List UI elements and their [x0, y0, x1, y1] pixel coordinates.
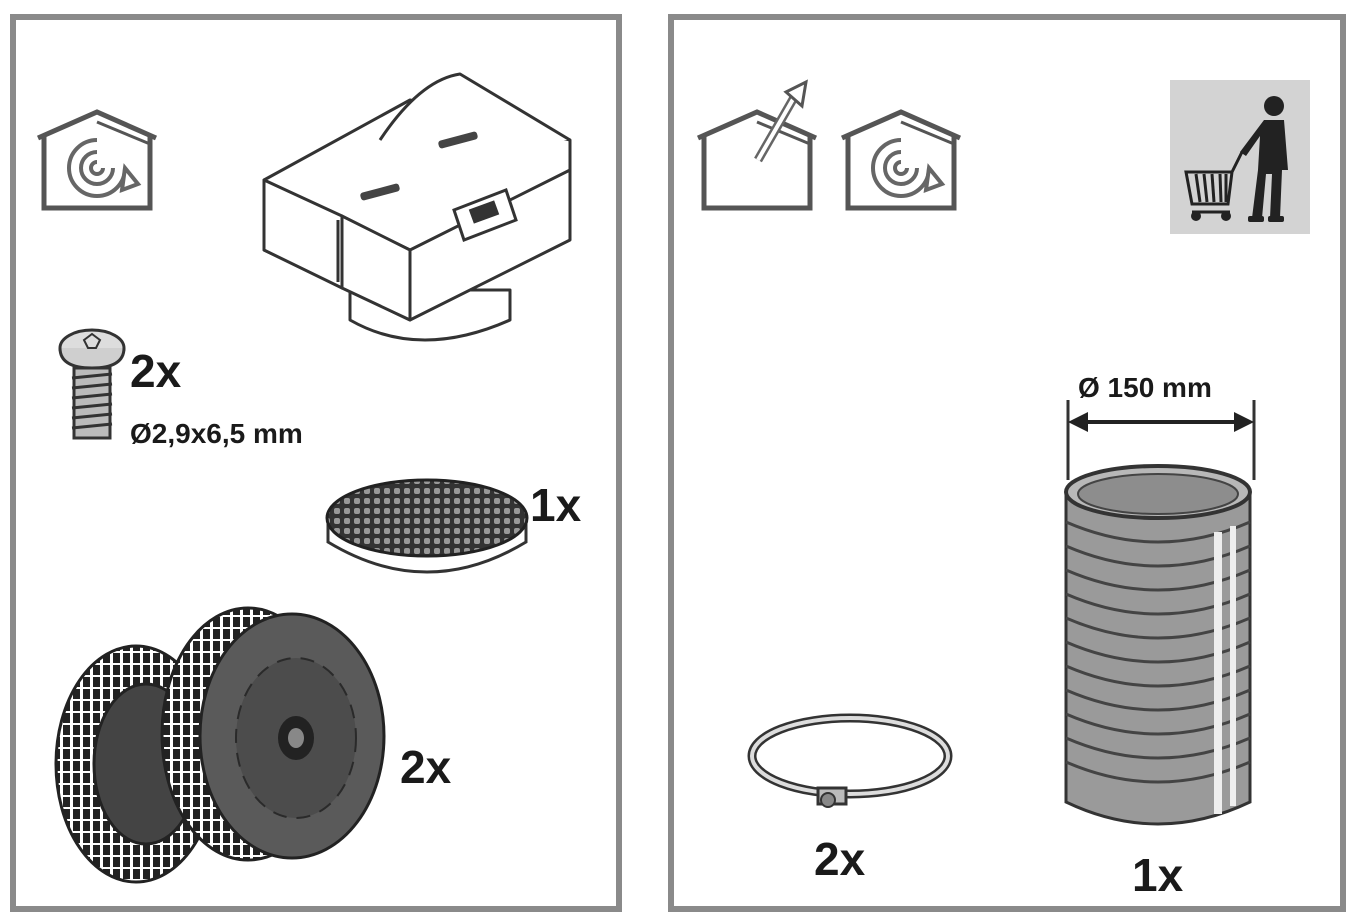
screw-quantity: 2x [130, 345, 182, 397]
charcoal-filter-quantity: 2x [400, 741, 452, 793]
charcoal-filters [54, 606, 386, 884]
mesh-filter [325, 478, 529, 574]
duct-diameter: Ø 150 mm [1078, 372, 1212, 403]
recirculation-house-icon-right [840, 109, 962, 211]
recirculation-house-icon [36, 109, 158, 211]
screw-size: Ø2,9x6,5 mm [130, 418, 303, 449]
hose-clamp-quantity: 2x [814, 833, 866, 885]
flexible-duct-quantity: 1x [1132, 849, 1184, 901]
mesh-filter-quantity: 1x [530, 479, 582, 531]
extraction-house-icon [696, 79, 818, 211]
diameter-dimension-arrow [1066, 400, 1256, 480]
duct-adapter [262, 72, 572, 342]
shopping-cart-person-icon [1170, 80, 1310, 234]
screw [58, 328, 126, 440]
flexible-duct [1064, 464, 1252, 826]
hose-clamp [747, 713, 953, 808]
